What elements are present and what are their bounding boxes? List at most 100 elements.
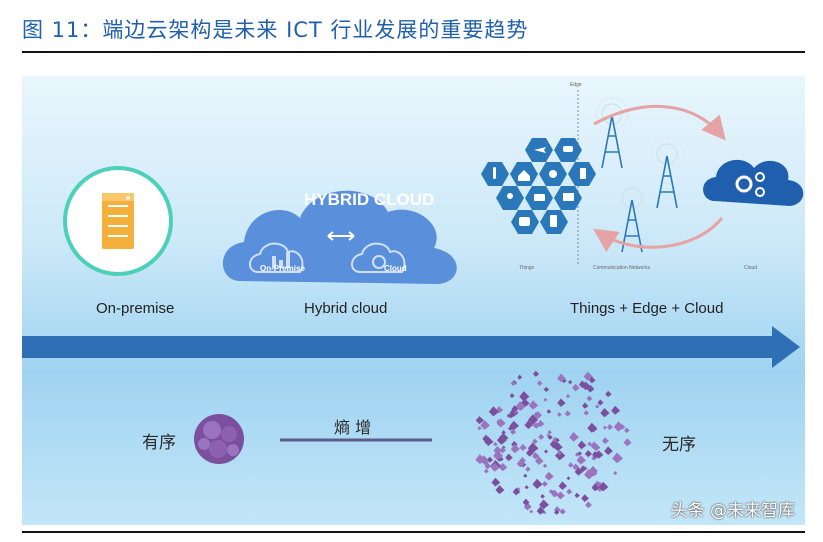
particle (517, 374, 523, 380)
stage-label-on-premise: On-premise (96, 300, 175, 317)
particle (556, 491, 565, 500)
particle (547, 429, 552, 435)
particle (510, 443, 520, 454)
particle (620, 424, 626, 430)
particle (543, 386, 550, 393)
stage-label-hybrid-cloud: Hybrid cloud (304, 300, 388, 317)
particle (553, 442, 563, 452)
particle (519, 391, 530, 402)
particle (595, 404, 600, 409)
particle (535, 456, 544, 465)
gear-icon (703, 159, 804, 206)
particle (532, 422, 537, 428)
particle (497, 458, 502, 462)
particle (604, 446, 613, 456)
particle (532, 438, 538, 445)
particle (584, 468, 595, 480)
particle (515, 401, 526, 411)
particle (585, 501, 592, 509)
cloud-sublabel: Cloud (384, 264, 407, 273)
particle (480, 420, 490, 430)
particle (523, 473, 528, 478)
tower-icon (595, 97, 684, 253)
plane-icon (534, 147, 546, 153)
particle (613, 421, 625, 432)
particle (557, 451, 562, 456)
particle (591, 483, 600, 492)
particle (532, 478, 543, 489)
monitor-icon (563, 193, 574, 201)
particle (496, 418, 506, 428)
particle (524, 485, 529, 490)
particle (568, 379, 573, 385)
cloud-label: Cloud (744, 265, 758, 271)
particle (569, 432, 579, 442)
particle (491, 477, 501, 487)
particle (572, 383, 580, 392)
particle (542, 480, 548, 487)
particle (532, 452, 540, 460)
particle (537, 380, 543, 386)
particle (550, 489, 555, 494)
particle (538, 433, 545, 440)
ordered-label: 有序 (142, 433, 176, 453)
particle (605, 390, 612, 398)
particle (547, 434, 553, 440)
particle (566, 488, 573, 495)
particle (509, 407, 519, 417)
particle (510, 428, 517, 435)
particle (546, 409, 552, 414)
particle (501, 430, 506, 435)
particle (506, 413, 512, 418)
disordered-particles (475, 370, 632, 515)
progress-arrow (22, 326, 800, 368)
on-premise-sublabel: On-Premise (260, 264, 305, 273)
particle (508, 426, 513, 431)
particle (575, 452, 580, 457)
bottom-rule (22, 531, 805, 533)
bus-icon (519, 217, 530, 226)
particle (493, 445, 502, 455)
particle (481, 458, 489, 466)
particle (557, 398, 566, 407)
particle (495, 485, 505, 495)
particle (588, 465, 598, 475)
particle (559, 508, 566, 515)
particle (511, 405, 519, 413)
particle (600, 408, 610, 418)
particle (554, 509, 560, 515)
particle (510, 380, 516, 386)
stage-label-things-edge-cloud: Things + Edge + Cloud (570, 300, 724, 317)
particle (577, 451, 582, 456)
fridge-icon (550, 215, 557, 227)
particle (624, 427, 630, 433)
particle (583, 410, 590, 416)
particle (509, 420, 519, 431)
hybrid-cloud-heading: HYBRID CLOUD (304, 190, 435, 209)
particle (556, 412, 562, 417)
particle (522, 498, 530, 506)
particle (536, 506, 545, 515)
diagram-panel: On-premise Hybrid cloud Things + Edge + … (22, 76, 805, 525)
particle (475, 415, 484, 425)
particle (581, 494, 589, 502)
hybrid-cloud-icon (222, 190, 457, 284)
server-icon (63, 166, 173, 276)
particle (542, 463, 548, 468)
particle (484, 462, 492, 470)
particle (539, 499, 549, 510)
particle (623, 438, 632, 447)
particle (587, 441, 592, 447)
particle (544, 449, 549, 454)
particle (597, 399, 604, 406)
particle (533, 370, 540, 377)
things-label: Things (519, 265, 535, 271)
top-rule (22, 51, 805, 53)
particle (581, 381, 591, 391)
particle (526, 448, 534, 457)
particle (586, 395, 593, 402)
particle (601, 437, 609, 445)
particle (579, 465, 587, 473)
particle (574, 492, 580, 498)
particle (499, 446, 506, 454)
